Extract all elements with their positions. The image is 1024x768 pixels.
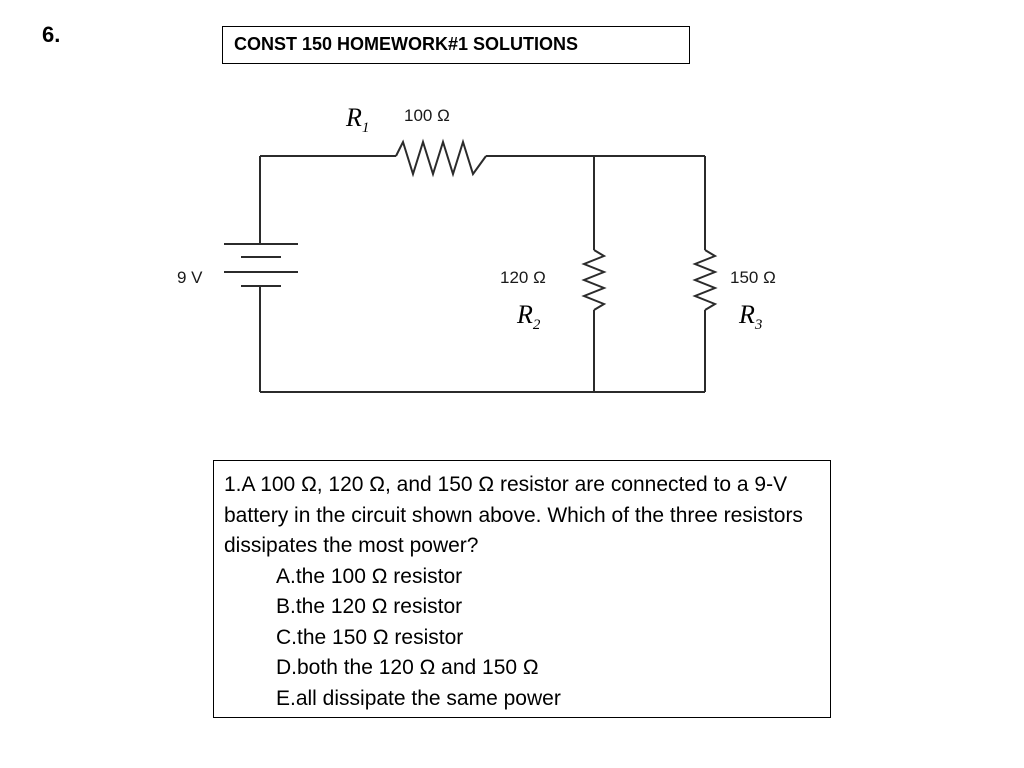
title-box: CONST 150 HOMEWORK#1 SOLUTIONS	[222, 26, 690, 64]
r3-symbol-label: R3	[738, 300, 762, 333]
choice-c: C.the 150 Ω resistor	[276, 625, 464, 649]
battery-label: 9 V	[177, 268, 203, 287]
r2-value-label: 120 Ω	[500, 268, 546, 287]
circuit-diagram: 9 V 100 Ω R1 120 Ω R2 150 Ω R3	[177, 103, 776, 393]
question-text: 1.A 100 Ω, 120 Ω, and 150 Ω resistor are…	[224, 473, 803, 557]
choice-a: A.the 100 Ω resistor	[276, 564, 463, 588]
answer-choices: A.the 100 Ω resistor B.the 120 Ω resisto…	[224, 562, 820, 715]
r2-symbol-label: R2	[516, 300, 541, 333]
battery-symbol	[224, 243, 298, 287]
resistor-r3-symbol	[692, 249, 718, 311]
r1-symbol-label: R1	[345, 103, 369, 136]
question-box: 1.A 100 Ω, 120 Ω, and 150 Ω resistor are…	[213, 460, 831, 718]
r3-value-label: 150 Ω	[730, 268, 776, 287]
choice-e: E.all dissipate the same power	[276, 686, 561, 710]
slide-number: 6.	[42, 22, 61, 47]
choice-d: D.both the 120 Ω and 150 Ω	[276, 656, 539, 679]
r1-value-label: 100 Ω	[404, 106, 450, 125]
page-title: CONST 150 HOMEWORK#1 SOLUTIONS	[234, 34, 579, 54]
resistor-r2-symbol	[581, 249, 607, 311]
resistor-r1-symbol	[395, 138, 487, 178]
choice-b: B.the 120 Ω resistor	[276, 595, 463, 618]
